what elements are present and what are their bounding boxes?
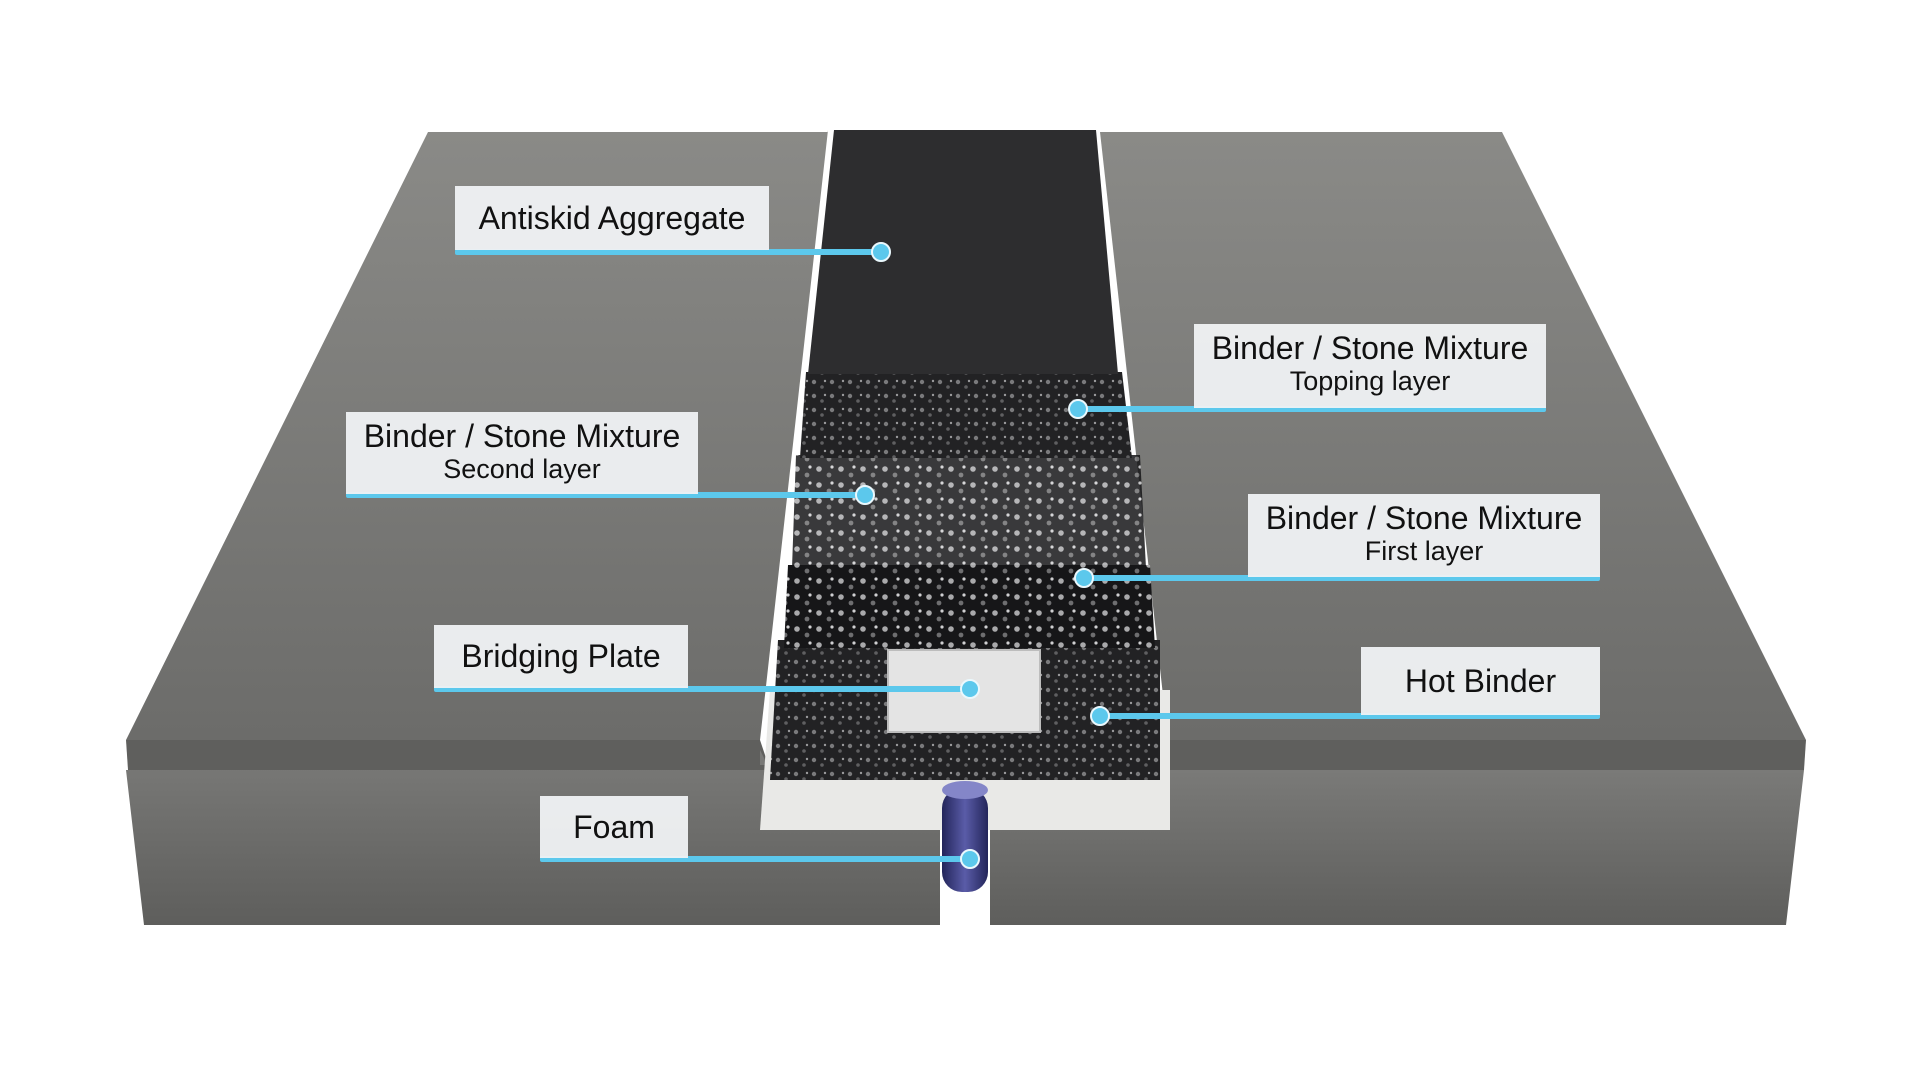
callout-first-title: Binder / Stone Mixture (1265, 500, 1583, 536)
second-leader-dot (855, 485, 875, 505)
antiskid-leader-line (455, 249, 881, 255)
callout-first-layer: Binder / Stone Mixture First layer (1248, 494, 1600, 577)
bridging-leader-line (434, 686, 970, 692)
second-layer-mixture (792, 455, 1146, 568)
hotbinder-leader-line (1100, 713, 1600, 719)
callout-foam: Foam (540, 796, 688, 858)
callout-antiskid-title: Antiskid Aggregate (478, 200, 746, 236)
callout-first-sub: First layer (1364, 536, 1484, 566)
left-slab-edge (126, 740, 770, 770)
topping-layer-mixture (800, 372, 1132, 458)
callout-topping-title: Binder / Stone Mixture (1211, 330, 1529, 366)
callout-hot-binder: Hot Binder (1361, 647, 1600, 715)
right-concrete-slab (990, 132, 1806, 925)
callout-topping-layer: Binder / Stone Mixture Topping layer (1194, 324, 1546, 408)
right-slab-face (990, 770, 1804, 925)
hotbinder-leader-dot (1090, 706, 1110, 726)
foam-rod-body (942, 788, 988, 892)
first-leader-line (1084, 575, 1600, 581)
callout-second-title: Binder / Stone Mixture (363, 418, 681, 454)
foam-leader-line (540, 856, 970, 862)
callout-hotbinder-title: Hot Binder (1404, 663, 1557, 699)
first-leader-dot (1074, 568, 1094, 588)
antiskid-surface (808, 130, 1118, 374)
callout-second-layer: Binder / Stone Mixture Second layer (346, 412, 698, 494)
callout-bridging-plate: Bridging Plate (434, 625, 688, 688)
topping-leader-line (1078, 406, 1546, 412)
callout-bridging-title: Bridging Plate (461, 638, 661, 674)
right-slab-edge (1160, 740, 1806, 770)
left-slab-face (126, 750, 940, 925)
foam-leader-dot (960, 849, 980, 869)
bridging-leader-dot (960, 679, 980, 699)
callout-topping-sub: Topping layer (1289, 366, 1451, 396)
foam-backer-rod (942, 781, 988, 892)
callout-foam-title: Foam (573, 809, 655, 845)
first-layer-mixture (784, 565, 1155, 648)
callout-second-sub: Second layer (443, 454, 601, 484)
right-slab-top (1100, 132, 1806, 740)
second-leader-line (346, 492, 865, 498)
foam-rod-end (942, 781, 988, 799)
topping-leader-dot (1068, 399, 1088, 419)
callout-antiskid-aggregate: Antiskid Aggregate (455, 186, 769, 250)
antiskid-leader-dot (871, 242, 891, 262)
